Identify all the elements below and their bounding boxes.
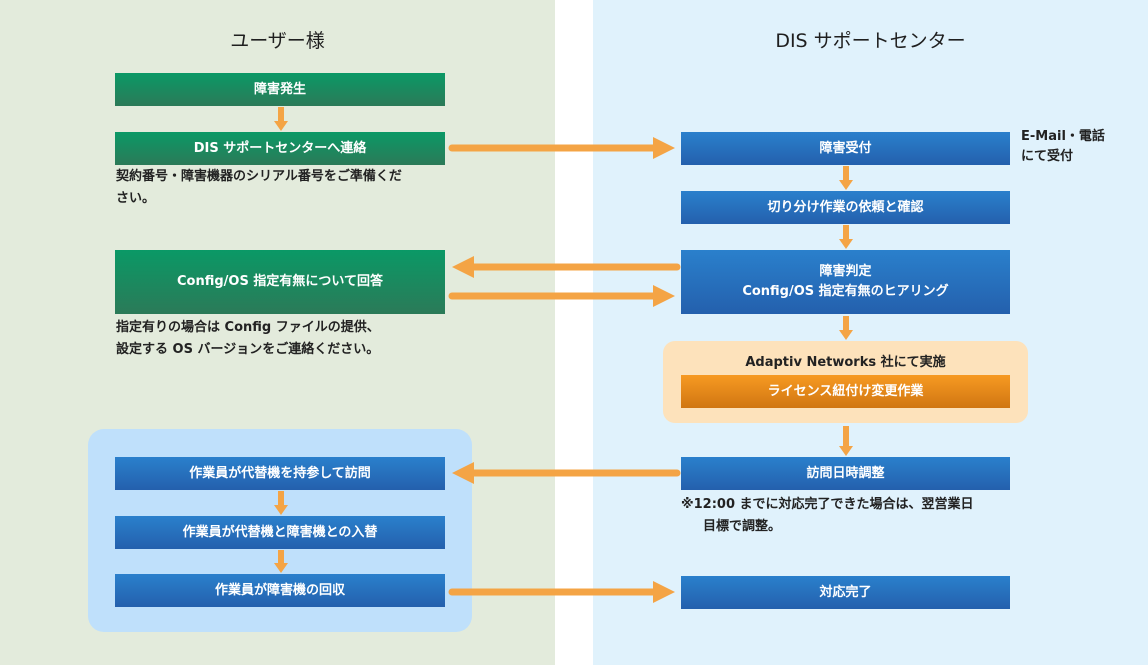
note-line: にて受付	[1021, 149, 1074, 164]
step-label: Config/OS 指定有無について回答	[177, 274, 383, 289]
step-swap-device: 作業員が代替機と障害機との入替	[115, 516, 445, 549]
step-label: 作業員が障害機の回収	[214, 582, 345, 598]
note-line: 指定有りの場合は Config ファイルの提供、	[116, 320, 380, 335]
step-visit-with-replacement: 作業員が代替機を持参して訪問	[115, 457, 445, 490]
note-line: 設定する OS バージョンをご連絡ください。	[116, 342, 380, 357]
step-label: 切り分け作業の依頼と確認	[767, 199, 924, 215]
visit-scheduling-note: ※12:00 までに対応完了できた場合は、翌営業日 目標で調整。	[681, 494, 1021, 538]
step-label-line: 障害判定	[819, 264, 872, 279]
config-os-answer-note: 指定有りの場合は Config ファイルの提供、 設定する OS バージョンをご…	[116, 317, 456, 361]
note-line: ※12:00 までに対応完了できた場合は、翌営業日	[681, 497, 974, 512]
step-label-line: Config/OS 指定有無のヒアリング	[742, 284, 949, 299]
step-visit-scheduling: 訪問日時調整	[681, 457, 1010, 490]
contact-support-note: 契約番号・障害機器のシリアル番号をご準備くだ さい。	[116, 166, 456, 210]
step-failure-reception: 障害受付	[681, 132, 1010, 165]
step-label: DIS サポートセンターへ連絡	[193, 140, 367, 156]
note-line: さい。	[116, 191, 156, 206]
step-collect-faulty-device: 作業員が障害機の回収	[115, 574, 445, 607]
step-license-rebinding: ライセンス紐付け変更作業	[681, 375, 1010, 408]
step-label: 障害受付	[819, 140, 872, 156]
step-isolation-request: 切り分け作業の依頼と確認	[681, 191, 1010, 224]
step-label: ライセンス紐付け変更作業	[767, 383, 924, 399]
note-line: E-Mail・電話	[1021, 129, 1105, 144]
reception-side-note: E-Mail・電話 にて受付	[1021, 127, 1146, 167]
step-label: 対応完了	[819, 584, 872, 600]
vendor-group-title: Adaptiv Networks 社にて実施	[745, 355, 946, 370]
step-failure-occurs: 障害発生	[115, 73, 445, 106]
step-completion: 対応完了	[681, 576, 1010, 609]
note-line: 目標で調整。	[703, 519, 782, 534]
note-line: 契約番号・障害機器のシリアル番号をご準備くだ	[116, 169, 402, 184]
step-label: 訪問日時調整	[806, 465, 885, 481]
user-lane-title: ユーザー様	[230, 30, 325, 52]
support-center-lane: DIS サポートセンター	[593, 0, 1148, 665]
step-label: 作業員が代替機を持参して訪問	[189, 465, 371, 481]
step-label: 作業員が代替機と障害機との入替	[182, 524, 378, 540]
step-label: 障害発生	[253, 81, 306, 97]
support-center-lane-title: DIS サポートセンター	[775, 30, 966, 52]
step-failure-judgement: 障害判定 Config/OS 指定有無のヒアリング	[681, 250, 1010, 314]
step-config-os-answer: Config/OS 指定有無について回答	[115, 250, 445, 314]
step-contact-support: DIS サポートセンターへ連絡	[115, 132, 445, 165]
